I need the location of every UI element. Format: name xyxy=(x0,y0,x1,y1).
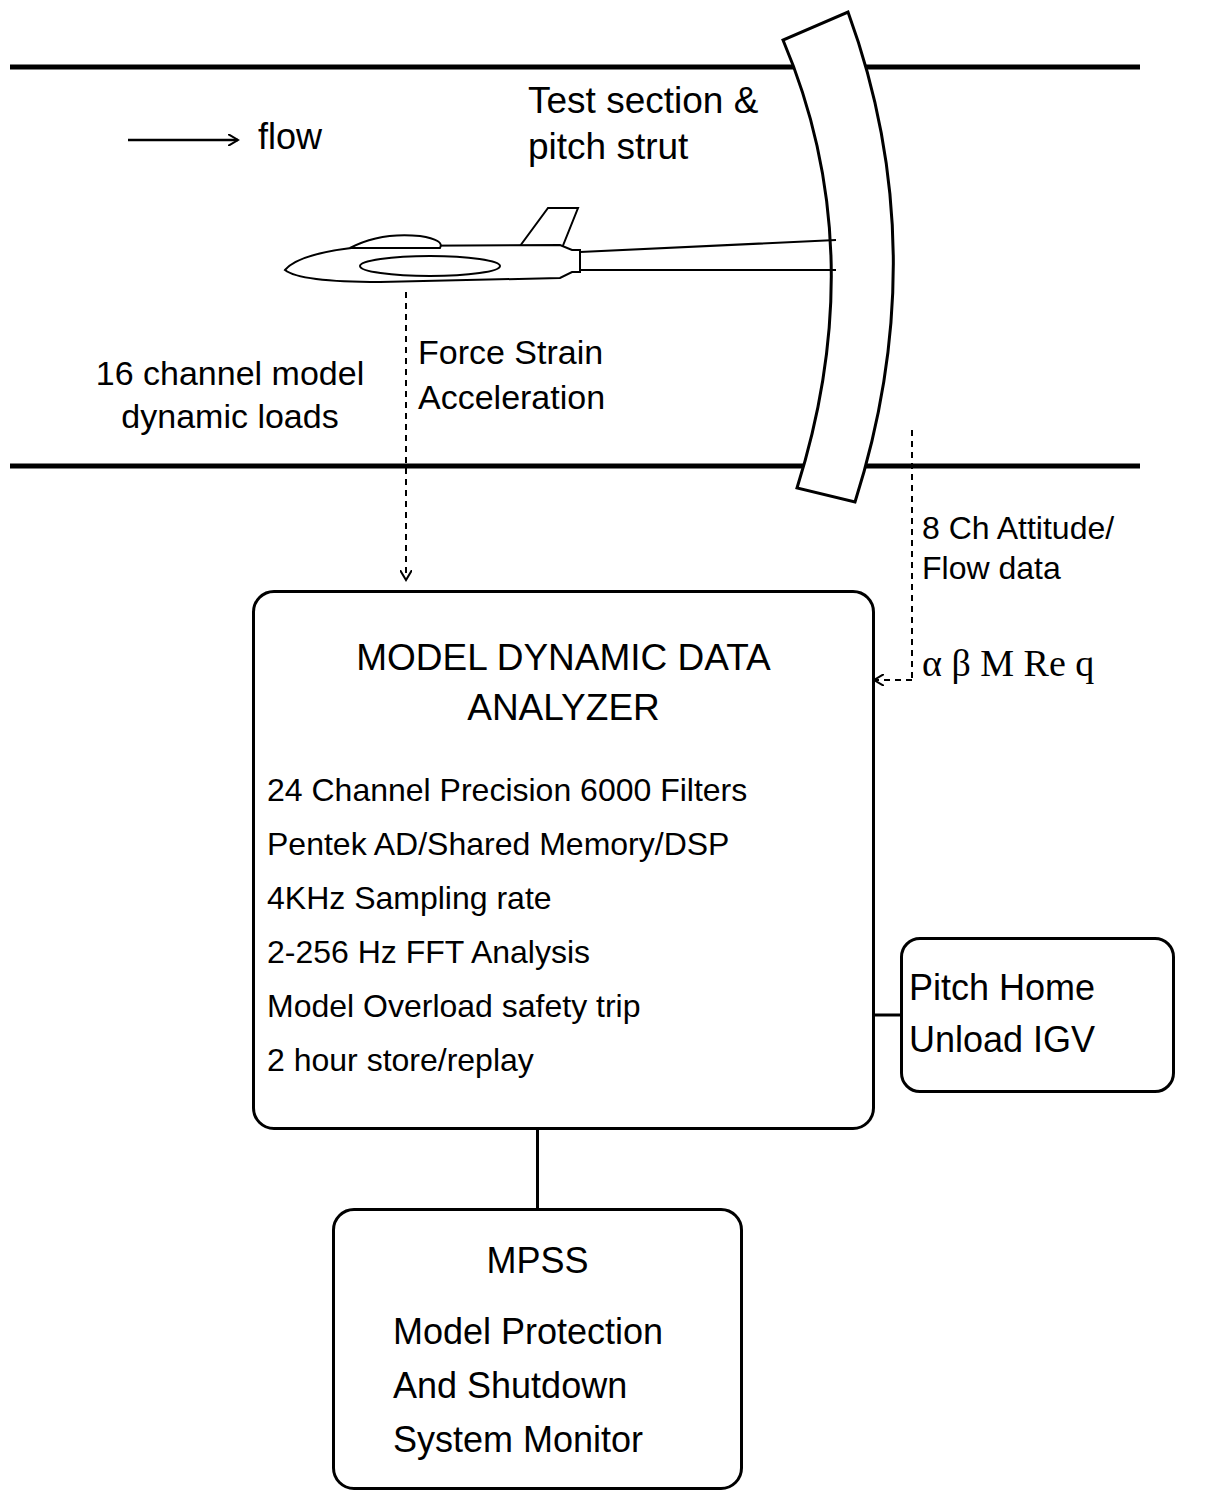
analyzer-box: MODEL DYNAMIC DATA ANALYZER 24 Channel Pr… xyxy=(252,590,875,1130)
signal-label: Force Strain Acceleration xyxy=(418,330,605,420)
connector xyxy=(536,1130,539,1208)
sting xyxy=(580,240,836,270)
tunnel-wall xyxy=(10,464,1140,469)
signal-line xyxy=(911,430,913,680)
box-item: Pentek AD/Shared Memory/DSP xyxy=(255,817,872,871)
action-box: Pitch Home Unload IGV xyxy=(900,937,1175,1093)
connector xyxy=(875,1014,900,1017)
pitch-strut xyxy=(783,12,893,502)
box-text: Model Protection And Shutdown System Mon… xyxy=(393,1305,693,1467)
attitude-label: 8 Ch Attitude/ Flow data xyxy=(922,508,1137,588)
box-item: 2-256 Hz FFT Analysis xyxy=(255,925,872,979)
test-section-label: Test section & pitch strut xyxy=(528,78,780,171)
flow-label: flow xyxy=(258,114,322,159)
signal-line xyxy=(405,292,407,580)
box-text: Pitch Home Unload IGV xyxy=(909,962,1149,1066)
box-heading: MODEL DYNAMIC DATA ANALYZER xyxy=(314,633,814,733)
box-item: Model Overload safety trip xyxy=(255,979,872,1033)
box-item: 24 Channel Precision 6000 Filters xyxy=(255,763,872,817)
tunnel-wall xyxy=(10,65,1140,70)
signal-line xyxy=(874,679,912,681)
box-item: 2 hour store/replay xyxy=(255,1033,872,1087)
flow-parameters-label: α β M Re q xyxy=(922,640,1094,688)
aircraft-model xyxy=(285,208,580,282)
box-item: 4KHz Sampling rate xyxy=(255,871,872,925)
monitor-box: MPSS Model Protection And Shutdown System… xyxy=(332,1208,743,1490)
flow-arrow xyxy=(128,139,238,142)
box-heading: MPSS xyxy=(335,1237,740,1285)
loads-label: 16 channel model dynamic loads xyxy=(60,352,400,437)
